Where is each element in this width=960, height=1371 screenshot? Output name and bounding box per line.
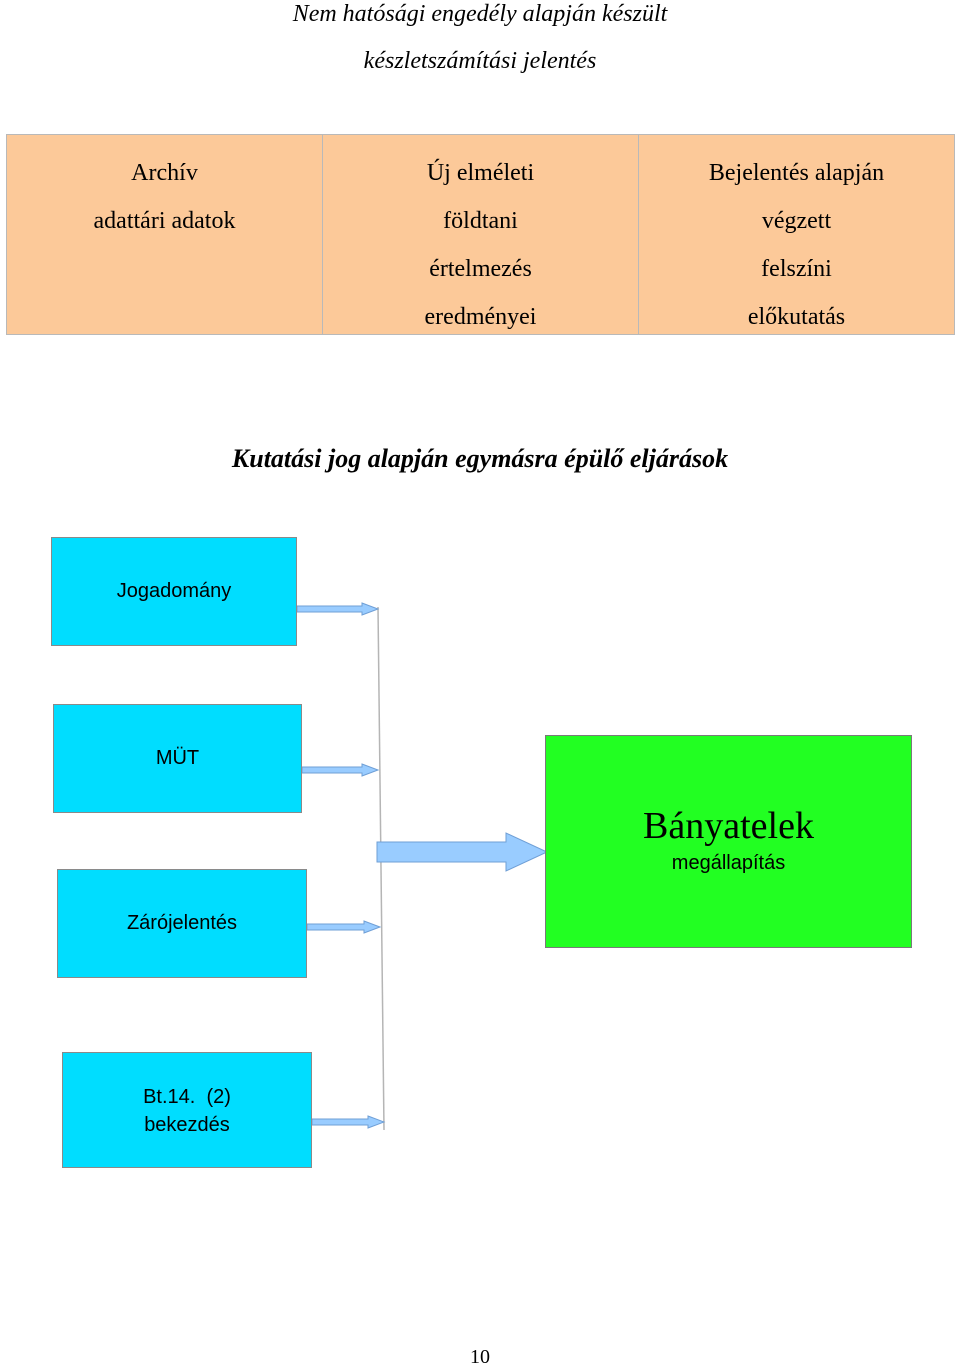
table-cell-line: eredményei — [424, 304, 537, 330]
arrow-from-jogadomany — [296, 602, 380, 616]
box-label-line-1: Bt.14. (2) — [143, 1086, 231, 1108]
section-heading: Kutatási jog alapján egymásra épülő eljá… — [231, 444, 729, 473]
table-cell-line: végzett — [761, 208, 832, 234]
data-source-table: Archív adattári adatok Új elméleti földt… — [6, 134, 955, 335]
box-label: Bt.14. (2) bekezdés — [63, 1083, 311, 1139]
input-box-bt-14: Bt.14. (2) bekezdés — [62, 1052, 312, 1168]
result-subtitle: megállapítás — [671, 852, 786, 874]
input-box-zarojelentes: Zárójelentés — [57, 869, 307, 978]
table-cell-line: földtani — [443, 208, 518, 234]
box-label: Jogadomány — [116, 580, 232, 602]
box-label: Zárójelentés — [126, 912, 238, 934]
table-cell-line: értelmezés — [429, 256, 532, 282]
table-cell-archive: Archív adattári adatok — [7, 135, 323, 334]
connector-vertical-line — [377, 606, 385, 1131]
arrow-from-zarojelentes — [306, 920, 382, 934]
input-box-jogadomany: Jogadomány — [51, 537, 297, 646]
page-number: 10 — [470, 1346, 490, 1368]
input-box-mut: MÜT — [53, 704, 302, 813]
box-label-line-2: bekezdés — [144, 1114, 230, 1136]
arrow-to-banyatelek — [376, 832, 549, 872]
box-label: MÜT — [155, 747, 200, 769]
table-cell-line: felszíni — [761, 256, 832, 282]
document-title-line-1: Nem hatósági engedély alapján készült — [292, 1, 668, 27]
document-title-line-2: készletszámítási jelentés — [363, 48, 597, 74]
table-cell-line: adattári adatok — [93, 208, 236, 234]
result-box-banyatelek: Bányatelek megállapítás — [545, 735, 912, 948]
arrow-from-mut — [301, 763, 380, 777]
table-cell-geology: Új elméleti földtani értelmezés eredmény… — [323, 135, 639, 334]
arrow-from-bt — [311, 1115, 386, 1129]
table-cell-prospecting: Bejelentés alapján végzett felszíni elők… — [639, 135, 954, 334]
result-title: Bányatelek — [643, 805, 814, 847]
table-cell-line: előkutatás — [747, 304, 846, 330]
table-cell-line: Bejelentés alapján — [708, 160, 885, 186]
table-cell-line: Új elméleti — [426, 160, 535, 186]
table-cell-line: Archív — [131, 160, 198, 186]
